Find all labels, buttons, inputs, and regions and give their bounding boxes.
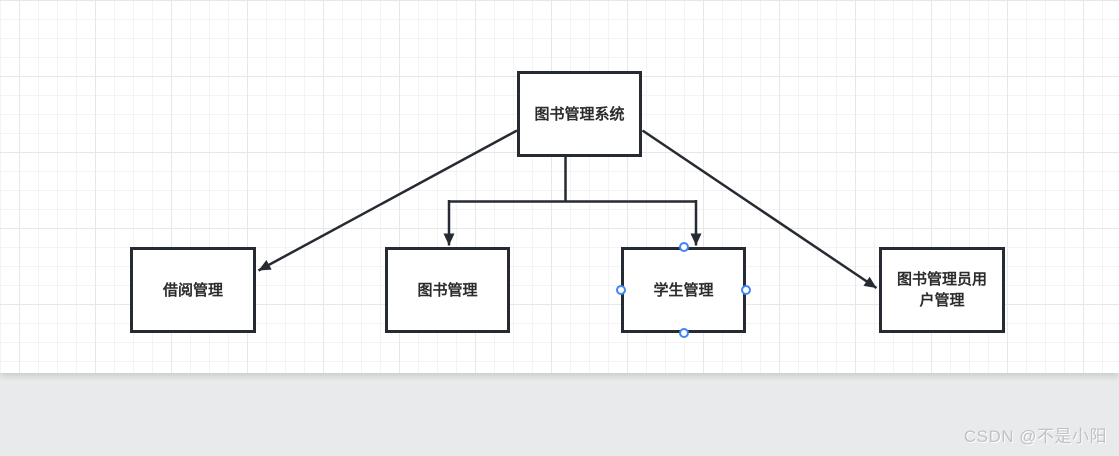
selection-handle-bottom[interactable] <box>678 328 689 338</box>
selection-handle-right[interactable] <box>741 285 751 295</box>
watermark: CSDN @不是小阳 <box>963 427 1107 446</box>
node-library-management-system[interactable]: 图书管理系统 <box>517 71 642 157</box>
node-borrow-management[interactable]: 借阅管理 <box>130 247 256 333</box>
edge-root-to-admin-user-management[interactable] <box>641 129 878 290</box>
selection-handle-left[interactable] <box>616 285 626 295</box>
edge-root-to-borrow-management[interactable] <box>257 129 518 272</box>
node-label: 图书管理系统 <box>534 105 625 123</box>
node-label: 学生管理 <box>653 281 714 299</box>
node-admin-user-management[interactable]: 图书管理员用户管理 <box>879 247 1005 333</box>
edge-root-branch-bar[interactable] <box>449 157 696 203</box>
connector-layer <box>257 129 878 290</box>
node-label: 图书管理员用户管理 <box>896 271 987 309</box>
node-book-management[interactable]: 图书管理 <box>385 247 510 333</box>
node-label: 借阅管理 <box>162 281 223 299</box>
diagram-canvas[interactable]: 图书管理系统 借阅管理 图书管理 学生管理 图书管理员用户管理 <box>0 0 1119 373</box>
node-label: 图书管理 <box>417 281 478 299</box>
selection-handle-top[interactable] <box>678 242 689 252</box>
node-student-management[interactable]: 学生管理 <box>616 242 751 338</box>
